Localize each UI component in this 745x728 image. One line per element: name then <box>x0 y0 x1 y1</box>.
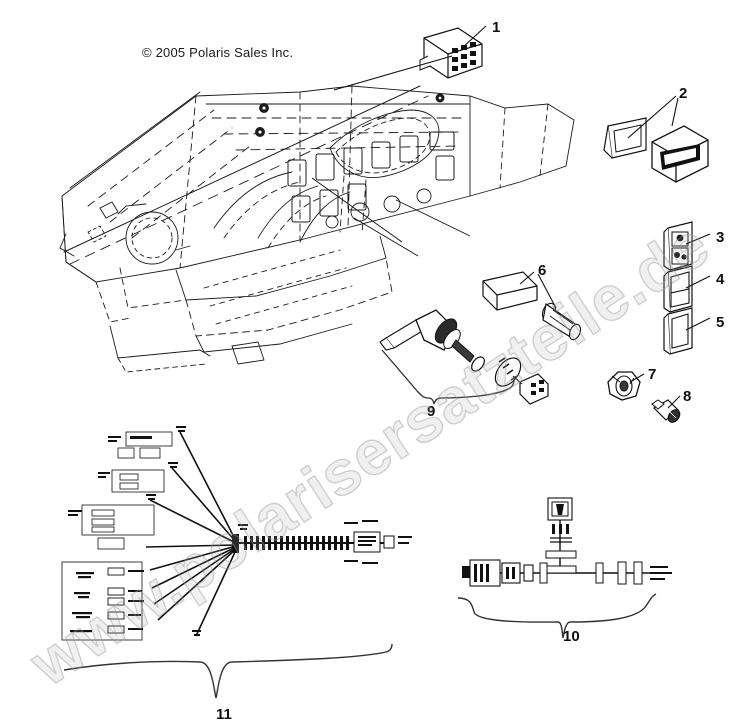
callout-5: 5 <box>716 314 725 331</box>
part-auxiliary-harness <box>457 497 672 639</box>
copyright-notice: © 2005 Polaris Sales Inc. <box>142 45 294 60</box>
callout-6: 6 <box>538 262 547 279</box>
part-rocker-switch-middle <box>663 265 693 313</box>
part-ignition-switch-assembly <box>379 309 549 405</box>
part-main-wire-harness <box>61 426 412 699</box>
part-accessory-switch-pair <box>603 117 709 183</box>
part-lighter-socket-assembly <box>482 271 582 341</box>
callout-2: 2 <box>679 85 688 102</box>
callout-3: 3 <box>716 229 725 246</box>
part-ignition-retaining-nut <box>607 371 641 401</box>
part-rocker-switch-upper <box>663 221 693 271</box>
part-dash-connector-block <box>419 27 483 79</box>
callout-10: 10 <box>563 628 580 645</box>
callout-1: 1 <box>492 19 501 36</box>
callout-8: 8 <box>683 388 692 405</box>
part-bulb-socket <box>651 399 681 423</box>
callout-7: 7 <box>648 366 657 383</box>
leader-lines <box>311 25 711 409</box>
callout-9: 9 <box>427 403 436 420</box>
part-switch-blank-plug <box>663 307 693 355</box>
callout-4: 4 <box>716 271 725 288</box>
dashboard-illustration <box>59 85 575 373</box>
callout-11: 11 <box>216 706 232 723</box>
